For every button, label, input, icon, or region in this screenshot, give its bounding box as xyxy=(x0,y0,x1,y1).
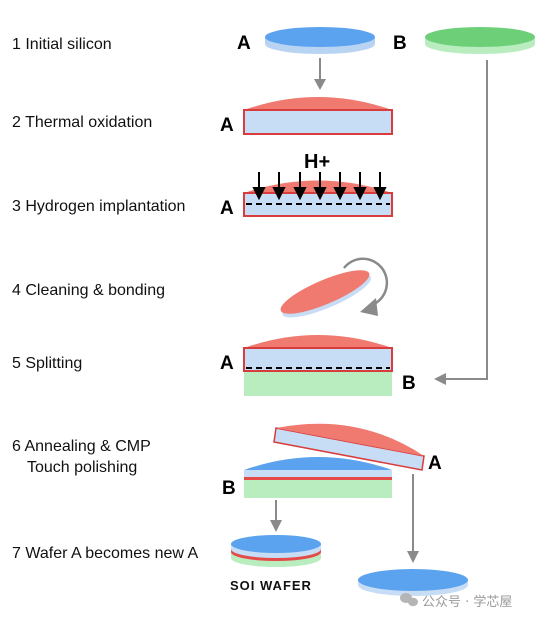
step-5-bonded-stack: A B xyxy=(220,335,416,396)
wafer-a-tag-5: A xyxy=(220,353,234,374)
step-1-initial-wafers: A B xyxy=(237,27,535,54)
watermark-text: 公众号 · 学芯屋 xyxy=(422,594,512,610)
implant-arrows xyxy=(252,172,387,201)
arrow-a-recycle-icon xyxy=(407,474,419,563)
arrow-down-icon xyxy=(314,58,326,90)
wechat-logo-icon xyxy=(400,593,418,607)
soi-wafer-label: SOI WAFER xyxy=(230,578,312,593)
wafer-a-tag-3: A xyxy=(220,198,234,219)
step-6-label-line2: Touch polishing xyxy=(27,459,137,476)
wafer-a-lifted xyxy=(273,423,425,471)
step-3-label: 3 Hydrogen implantation xyxy=(12,198,185,215)
process-arrows xyxy=(270,58,488,563)
wafer-a-tag: A xyxy=(237,33,251,54)
step-4-flipping-wafer xyxy=(280,257,389,318)
arrow-down-to-soi-icon xyxy=(270,500,282,532)
step-7-final-wafers: SOI WAFER xyxy=(230,535,468,596)
wafer-a-recycled xyxy=(358,569,468,596)
step-1-label: 1 Initial silicon xyxy=(12,36,112,53)
step-6-split-wafers: A B xyxy=(222,423,442,499)
step-6-label: 6 Annealing & CMP xyxy=(12,438,151,455)
step-5-label: 5 Splitting xyxy=(12,355,82,372)
wafer-b-initial xyxy=(425,27,535,54)
step-labels: 1 Initial silicon 2 Thermal oxidation 3 … xyxy=(12,36,199,562)
flip-rotation-arrow-icon xyxy=(343,257,389,307)
wafer-b-tag: B xyxy=(393,33,407,54)
soi-wafer-final xyxy=(231,535,321,567)
wafer-a-tag-6: A xyxy=(428,453,442,474)
step-2-oxidized-wafer: A xyxy=(220,97,393,136)
wafer-a-initial xyxy=(265,27,375,54)
wafer-a-tag-2: A xyxy=(220,115,234,136)
step-2-label: 2 Thermal oxidation xyxy=(12,114,152,131)
wafer-b-tag-6: B xyxy=(222,478,236,499)
wafer-b-tag-5: B xyxy=(402,373,416,394)
arrow-b-to-stack-icon xyxy=(434,60,488,385)
step-3-implanted-wafer: H+ A xyxy=(220,151,393,219)
step-4-label: 4 Cleaning & bonding xyxy=(12,282,165,299)
h-plus-label: H+ xyxy=(304,151,330,173)
watermark: 公众号 · 学芯屋 xyxy=(400,593,512,610)
step-7-label: 7 Wafer A becomes new A xyxy=(12,545,199,562)
soi-stack xyxy=(244,457,392,498)
